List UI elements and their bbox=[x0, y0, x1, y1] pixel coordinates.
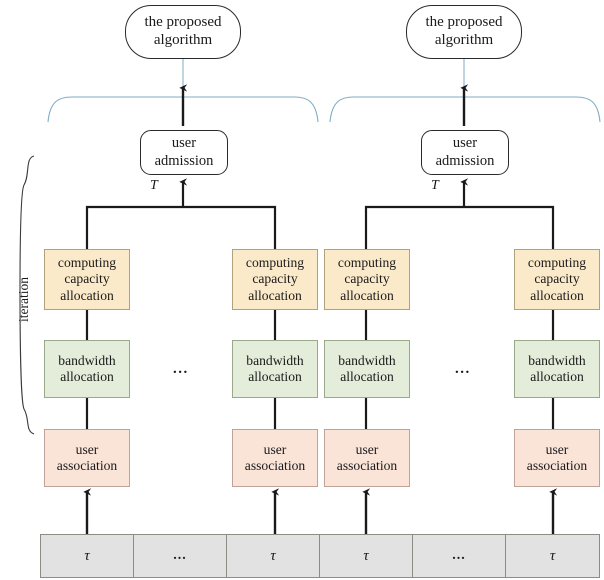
iteration-label: iteration bbox=[16, 277, 31, 322]
band-line2-c3: allocation bbox=[340, 369, 394, 384]
timeline-cell-6[interactable]: τ bbox=[505, 534, 600, 578]
computing-capacity-allocation-c3[interactable]: computing capacity allocation bbox=[324, 249, 410, 310]
timeline-cell-4[interactable]: τ bbox=[319, 534, 413, 578]
timeline-cell-3[interactable]: τ bbox=[226, 534, 320, 578]
comp-line3-c1: allocation bbox=[60, 287, 114, 303]
assoc-line2-c4: association bbox=[526, 458, 588, 473]
admission-edge-label-1: T bbox=[150, 178, 158, 193]
assoc-line1-c3: user bbox=[355, 441, 379, 457]
column-ellipsis-2: ... bbox=[455, 361, 471, 377]
assoc-line1-c1: user bbox=[75, 441, 99, 457]
proposed-algorithm-2-line1: the proposed bbox=[425, 14, 503, 31]
computing-capacity-allocation-c1[interactable]: computing capacity allocation bbox=[44, 249, 130, 310]
assoc-line2-c2: association bbox=[244, 458, 306, 473]
timeline-cell-1[interactable]: τ bbox=[40, 534, 134, 578]
comp-line1-c2: computing bbox=[245, 255, 305, 271]
bandwidth-allocation-c4[interactable]: bandwidth allocation bbox=[514, 340, 600, 398]
proposed-algorithm-node-1[interactable]: the proposed algorithm bbox=[125, 5, 241, 59]
comp-line1-c4: computing bbox=[527, 255, 587, 271]
admission-edge-label-2: T bbox=[431, 178, 439, 193]
user-association-c2[interactable]: user association bbox=[232, 429, 318, 487]
computing-capacity-allocation-c2[interactable]: computing capacity allocation bbox=[232, 249, 318, 310]
comp-line3-c2: allocation bbox=[248, 287, 302, 303]
assoc-line1-c4: user bbox=[545, 441, 569, 457]
timeline-cell-2[interactable]: ... bbox=[133, 534, 227, 578]
proposed-algorithm-line2: algorithm bbox=[153, 32, 213, 48]
proposed-algorithm-2-line2: algorithm bbox=[434, 32, 494, 48]
bandwidth-allocation-c2[interactable]: bandwidth allocation bbox=[232, 340, 318, 398]
band-line1-c4: bandwidth bbox=[528, 352, 586, 368]
bandwidth-allocation-c3[interactable]: bandwidth allocation bbox=[324, 340, 410, 398]
comp-line1-c3: computing bbox=[337, 255, 397, 271]
bandwidth-allocation-c1[interactable]: bandwidth allocation bbox=[44, 340, 130, 398]
proposed-algorithm-node-2[interactable]: the proposed algorithm bbox=[406, 5, 522, 59]
assoc-line1-c2: user bbox=[263, 441, 287, 457]
proposed-algorithm-line1: the proposed bbox=[144, 14, 222, 31]
user-association-c4[interactable]: user association bbox=[514, 429, 600, 487]
band-line1-c2: bandwidth bbox=[246, 352, 304, 368]
user-admission-node-2[interactable]: user admission bbox=[421, 130, 509, 175]
tree-connector-1 bbox=[85, 205, 277, 249]
band-line2-c2: allocation bbox=[248, 369, 302, 384]
comp-line2-c2: capacity bbox=[252, 271, 298, 287]
column-ellipsis-1: ... bbox=[173, 361, 189, 377]
band-line2-c4: allocation bbox=[530, 369, 584, 384]
user-admission-2-line1: user bbox=[452, 135, 478, 152]
group-brace-2 bbox=[329, 96, 601, 123]
comp-line2-c1: capacity bbox=[64, 271, 110, 287]
comp-line1-c1: computing bbox=[57, 255, 117, 271]
comp-line3-c3: allocation bbox=[340, 287, 394, 303]
band-line1-c3: bandwidth bbox=[338, 352, 396, 368]
user-association-c3[interactable]: user association bbox=[324, 429, 410, 487]
user-association-c1[interactable]: user association bbox=[44, 429, 130, 487]
comp-line2-c3: capacity bbox=[344, 271, 390, 287]
comp-line3-c4: allocation bbox=[530, 287, 584, 303]
assoc-line2-c3: association bbox=[336, 458, 398, 473]
comp-line2-c4: capacity bbox=[534, 271, 580, 287]
band-line1-c1: bandwidth bbox=[58, 352, 116, 368]
group-brace-1 bbox=[47, 96, 319, 123]
computing-capacity-allocation-c4[interactable]: computing capacity allocation bbox=[514, 249, 600, 310]
timeline-cell-5[interactable]: ... bbox=[412, 534, 506, 578]
user-admission-node-1[interactable]: user admission bbox=[140, 130, 228, 175]
band-line2-c1: allocation bbox=[60, 369, 114, 384]
user-admission-2-line2: admission bbox=[435, 152, 495, 169]
user-admission-line1: user bbox=[171, 135, 197, 152]
user-admission-line2: admission bbox=[154, 152, 214, 169]
assoc-line2-c1: association bbox=[56, 458, 118, 473]
tree-connector-2 bbox=[364, 205, 555, 249]
